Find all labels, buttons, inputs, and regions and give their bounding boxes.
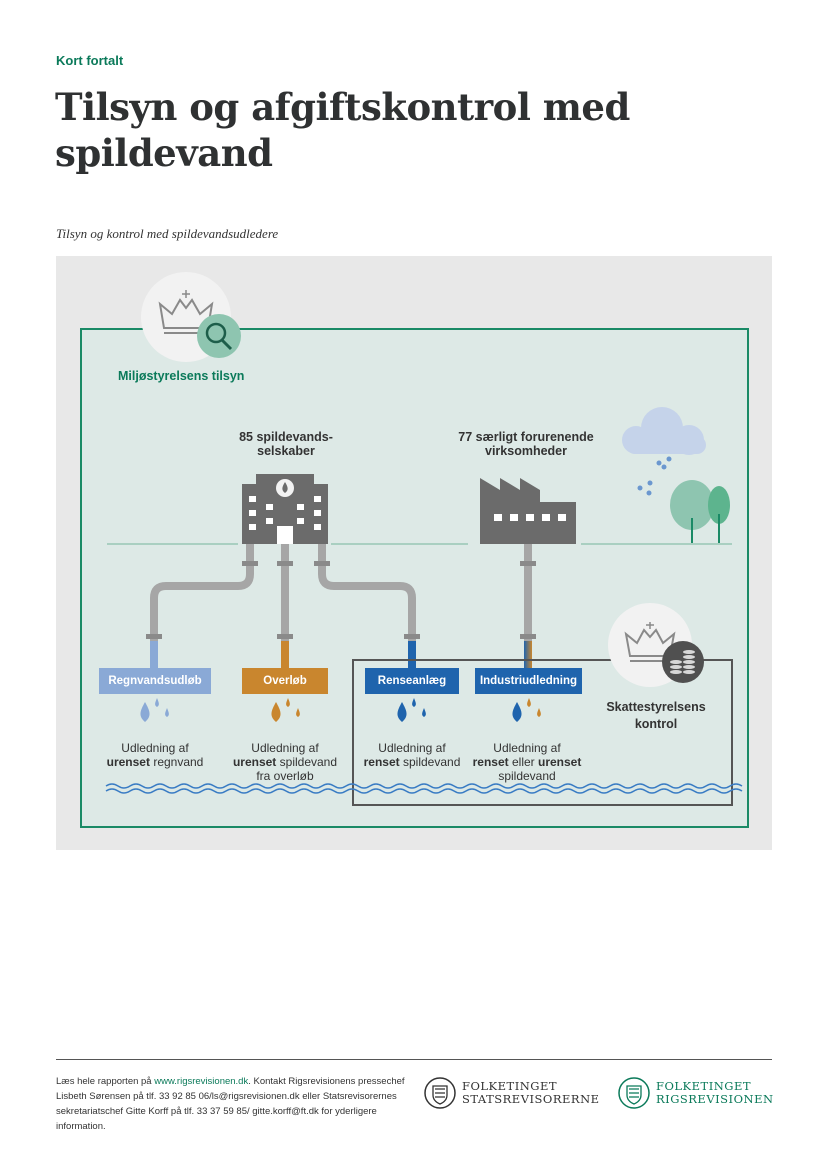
- tree-icon: [670, 480, 730, 543]
- magnifier-icon: [197, 314, 241, 358]
- outlet-label-overlob: Overløb: [263, 675, 307, 687]
- coat-of-arms-icon: [424, 1077, 456, 1109]
- water-drop-icon: [140, 698, 541, 722]
- outlet-desc-rense: Udledning af renset spildevand: [363, 741, 461, 769]
- office-building-icon: [242, 474, 328, 544]
- footer-divider: [56, 1059, 772, 1060]
- coat-of-arms-icon: [618, 1077, 650, 1109]
- water-waves: [105, 783, 743, 794]
- industry-label: 77 særligt forurenende virksomheder: [458, 430, 594, 458]
- label-box-regn: [99, 668, 211, 694]
- companies-label: 85 spildevands- selskaber: [239, 430, 333, 458]
- pipe-joints: [146, 561, 536, 639]
- label-box-overlob: [242, 668, 328, 694]
- infographic-drawing: [80, 272, 749, 828]
- rigsrevisionen-logo: FOLKETINGET RIGSREVISIONEN: [618, 1077, 774, 1109]
- page-title: Tilsyn og afgiftskontrol med spildevand: [55, 85, 630, 175]
- skat-area: [352, 659, 733, 806]
- label-box-industri: [475, 668, 582, 694]
- factory-icon: [480, 478, 576, 544]
- miljo-area: [80, 328, 749, 828]
- footer-contact-text: Læs hele rapporten på www.rigsrevisionen…: [56, 1076, 405, 1132]
- outlet-label-regn: Regnvandsudløb: [108, 675, 202, 687]
- cloud-icon: [622, 407, 706, 455]
- statsrevisorerne-logo: FOLKETINGET STATSREVISORERNE: [424, 1077, 600, 1109]
- outlet-desc-regn: Udledning af urenset regnvand: [106, 741, 204, 769]
- infographic: Miljøstyrelsens tilsyn 85 spildevands- s…: [56, 256, 772, 850]
- outlet-label-rense: Renseanlæg: [377, 675, 447, 687]
- rain-drops-icon: [637, 456, 672, 496]
- miljo-label: Miljøstyrelsens tilsyn: [118, 369, 245, 383]
- outlet-desc-industri: Udledning af renset eller urenset spilde…: [472, 741, 582, 783]
- outlet-desc-overlob: Udledning af urenset spildevand fra over…: [232, 741, 338, 783]
- label-box-rense: [365, 668, 459, 694]
- report-link[interactable]: www.rigsrevisionen.dk: [154, 1076, 249, 1087]
- outlet-label-industri: Industriudledning: [479, 675, 578, 687]
- coins-icon: [662, 641, 704, 683]
- pipes: [150, 544, 532, 641]
- skat-label: Skattestyrelsens kontrol: [606, 700, 706, 731]
- figure-caption: Tilsyn og kontrol med spildevandsudleder…: [56, 226, 279, 241]
- kicker: Kort fortalt: [56, 53, 124, 68]
